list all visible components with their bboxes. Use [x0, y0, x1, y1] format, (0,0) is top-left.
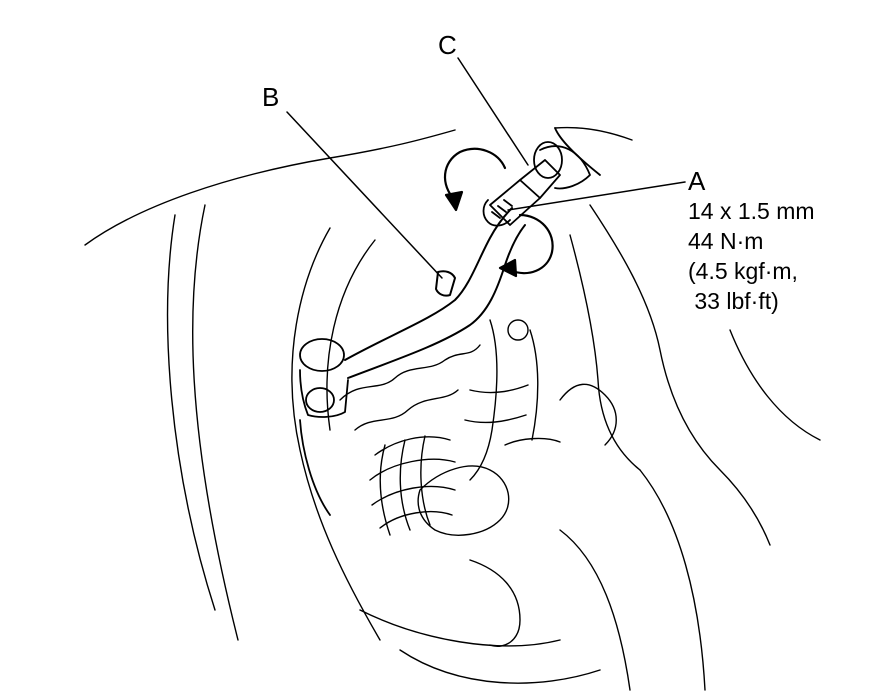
lower-body-curve-2: [559, 529, 631, 691]
tire-bottom-arc-2: [399, 649, 601, 684]
spec-a-line3: (4.5 kgf·m,: [688, 258, 798, 284]
fender-outline: [84, 129, 456, 246]
brake-detail-2: [469, 559, 521, 647]
rotation-arrow-upper: [443, 147, 507, 212]
arm-ball-joint: [299, 338, 349, 516]
fender-upper-line: [554, 126, 633, 141]
bolt-a: [482, 127, 601, 227]
strut-body: [589, 204, 771, 546]
leader-line-c: [457, 57, 529, 166]
casting-texture: [339, 344, 481, 401]
body-left-curve: [192, 204, 239, 641]
rotation-arrow-lower: [498, 213, 554, 278]
leader-line-b: [286, 111, 443, 279]
spec-a-line1: 14 x 1.5 mm: [688, 198, 815, 224]
cv-boot: [369, 435, 456, 536]
brake-detail: [559, 383, 617, 446]
strut-body-edge: [569, 234, 641, 471]
callout-b: B: [262, 82, 280, 112]
right-panel-edge: [729, 329, 821, 441]
upper-arm: [344, 207, 526, 379]
leader-line-a: [507, 181, 686, 211]
spec-a-line4: 33 lbf·ft): [688, 288, 779, 314]
casting-texture-2: [354, 389, 459, 431]
callout-a: A: [688, 166, 706, 196]
wheel-well-arc: [291, 227, 381, 641]
lower-body-curve: [639, 469, 706, 691]
wheel-well-arc-inner: [326, 239, 376, 431]
spec-a-line2: 44 N·m: [688, 228, 764, 254]
callout-c: C: [438, 30, 457, 60]
knuckle: [417, 319, 561, 536]
tire-bottom-arc: [359, 609, 561, 647]
body-left-curve-inner: [166, 214, 216, 611]
